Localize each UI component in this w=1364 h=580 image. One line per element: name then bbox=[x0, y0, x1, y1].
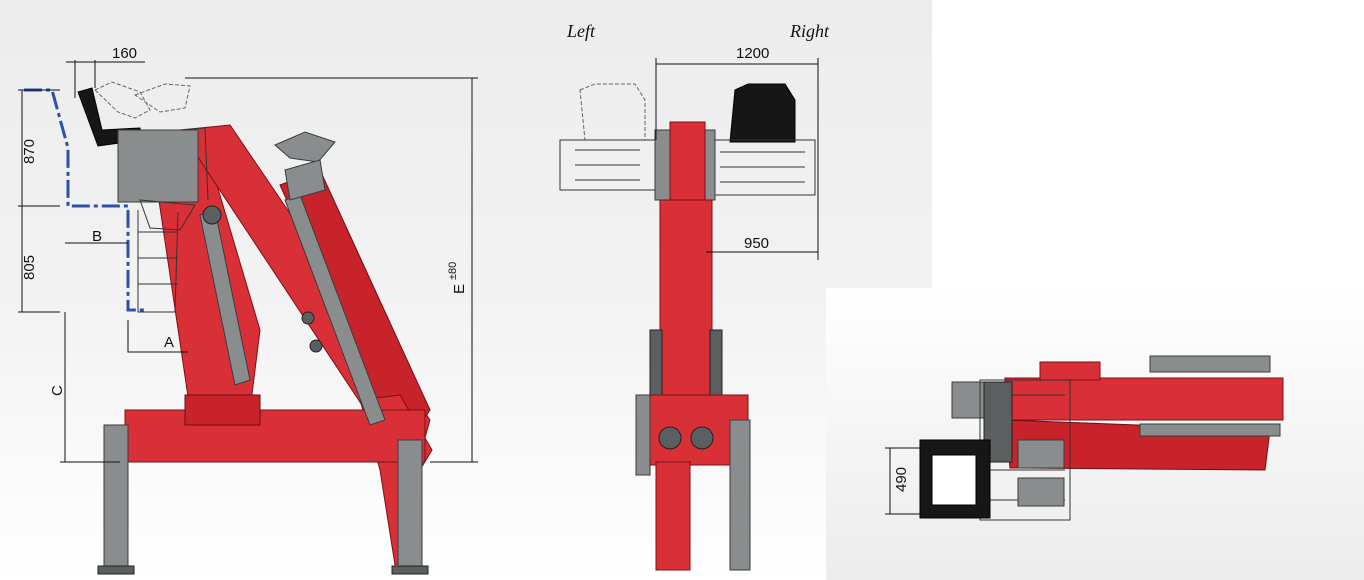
cylinder-pin bbox=[202, 205, 222, 225]
seat-platform bbox=[117, 129, 199, 203]
top-cylinder-upper bbox=[1149, 355, 1271, 373]
side-view: 160 870 805 B A C E ±80 bbox=[18, 45, 478, 575]
outrigger-foot-left bbox=[97, 565, 135, 575]
top-control-box bbox=[1017, 439, 1065, 469]
front-seat-right bbox=[729, 83, 796, 143]
outrigger-foot-right bbox=[391, 565, 429, 575]
dim-label-a: A bbox=[164, 334, 174, 351]
dim-label-e-tolerance: ±80 bbox=[447, 262, 459, 280]
dim-seat-offset: 160 bbox=[112, 45, 137, 62]
knuckle-link bbox=[274, 131, 336, 163]
top-view: 490 bbox=[885, 355, 1284, 521]
dim-lines-side bbox=[18, 60, 478, 463]
top-seat-cushion bbox=[931, 454, 977, 506]
front-leg-right bbox=[729, 419, 751, 571]
label-left: Left bbox=[566, 21, 596, 41]
front-leg-center bbox=[655, 461, 691, 571]
top-control-box-2 bbox=[1017, 477, 1065, 507]
dim-front-width: 1200 bbox=[736, 45, 769, 62]
boom-pin bbox=[301, 311, 315, 325]
top-platform bbox=[979, 379, 1071, 521]
dim-label-b: B bbox=[92, 228, 102, 245]
platform-rail bbox=[139, 127, 209, 231]
front-platform-right bbox=[709, 139, 816, 196]
seat-ghost-outline bbox=[94, 81, 191, 119]
dim-lines-front bbox=[655, 58, 819, 260]
dim-upper-height: 870 bbox=[21, 139, 38, 164]
rotator-head bbox=[284, 159, 326, 201]
outrigger-leg-right bbox=[397, 439, 423, 571]
dim-front-offset: 950 bbox=[744, 235, 769, 252]
front-seat-ghost-left bbox=[579, 83, 646, 141]
front-column-top bbox=[669, 121, 706, 211]
front-column bbox=[659, 199, 713, 401]
outrigger-leg-left bbox=[103, 424, 129, 571]
front-leg-left bbox=[635, 394, 651, 476]
boom-pin-2 bbox=[309, 339, 323, 353]
front-view: Left Right 1200 950 bbox=[559, 21, 830, 571]
dim-label-c: C bbox=[49, 385, 66, 396]
seat-operating-envelope-line bbox=[24, 88, 146, 312]
dim-label-e: E bbox=[451, 284, 468, 294]
front-platform-left bbox=[559, 139, 656, 191]
front-base-bolt-right bbox=[690, 426, 714, 450]
label-right: Right bbox=[789, 21, 830, 41]
access-ladder bbox=[137, 210, 179, 313]
top-main-boom bbox=[1004, 377, 1284, 421]
front-base-bolt-left bbox=[658, 426, 682, 450]
dim-lower-height: 805 bbox=[21, 255, 38, 280]
top-cylinder-lower bbox=[1139, 423, 1281, 437]
dim-top-width: 490 bbox=[893, 467, 910, 492]
dim-lines-top bbox=[885, 447, 925, 515]
top-knuckle bbox=[1039, 361, 1101, 381]
slew-housing bbox=[184, 394, 261, 426]
